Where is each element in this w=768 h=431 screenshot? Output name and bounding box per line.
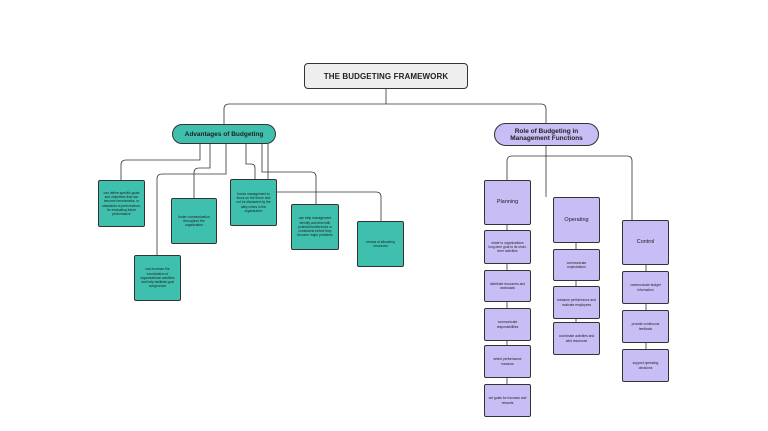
planning-item-text: relate to organizations long-term goal t… [488, 240, 527, 254]
planning-item: relate to organizations long-term goal t… [484, 230, 531, 264]
operating-header: Operating [553, 197, 600, 243]
advantage-coordination-text: can increase the coordination of organiz… [140, 267, 175, 289]
operating-item-text: measure performance and motivate employe… [557, 298, 596, 307]
advantage-allocating: means of allocating resources [357, 221, 404, 267]
control-item: support operating decisions [622, 349, 669, 382]
operating-item: measure performance and motivate employe… [553, 286, 600, 319]
control-item: provide continuous feedback [622, 310, 669, 343]
connector-root-advantages [223, 89, 387, 124]
planning-item: set goals for bonuses and rewards [484, 384, 531, 417]
planning-item-text: distribute resources and workloads [489, 281, 526, 290]
advantage-communication-text: foster communication throughout the orga… [178, 214, 210, 228]
connector-adv-6 [156, 144, 227, 255]
operating-item: coordinate activities and allot resource… [553, 322, 600, 355]
advantage-communication: foster communication throughout the orga… [171, 198, 217, 244]
control-item: communicate budget information [622, 271, 669, 304]
connector-role-planning [506, 146, 547, 180]
branch-role-label: Role of Budgeting in Management Function… [510, 127, 583, 142]
connector-adv-3 [245, 144, 256, 179]
advantage-focus-future: forces management to focus on the future… [230, 179, 277, 226]
branch-role: Role of Budgeting in Management Function… [494, 123, 599, 146]
planning-item-text: communicate responsibilities [496, 320, 519, 329]
connector-root-role [386, 103, 547, 123]
control-item-text: provide continuous feedback [631, 322, 660, 331]
planning-item-text: select performance measure [493, 357, 522, 366]
operating-item: communicate expectations [553, 249, 600, 281]
advantage-coordination: can increase the coordination of organiz… [134, 255, 181, 301]
operating-item-text: communicate expectations [566, 260, 587, 269]
branch-advantages: Advantages of Budgeting [172, 124, 276, 144]
connector-adv-2 [193, 144, 211, 198]
advantage-bottlenecks: can help management identify and deal wi… [291, 204, 339, 250]
control-item-text: communicate budget information [630, 283, 661, 292]
operating-item-text: coordinate activities and allot resource… [558, 334, 595, 343]
connector-adv-1 [120, 144, 201, 180]
operating-label: Operating [564, 216, 589, 223]
planning-item: select performance measure [484, 345, 531, 378]
branch-advantages-label: Advantages of Budgeting [184, 130, 264, 138]
connector-role-control [546, 155, 633, 220]
planning-item: distribute resources and workloads [484, 270, 531, 302]
control-label: Control [636, 239, 655, 246]
advantage-goals-text: can define specific goals and objectives… [102, 190, 141, 216]
advantage-goals: can define specific goals and objectives… [98, 180, 145, 227]
connector-adv-4 [261, 144, 317, 204]
control-header: Control [622, 220, 669, 265]
control-item-text: support operating decisions [632, 361, 659, 370]
advantage-bottlenecks-text: can help management identify and deal wi… [297, 216, 333, 238]
connector-adv-5 [267, 144, 382, 221]
advantage-allocating-text: means of allocating resources [366, 239, 395, 248]
root-node: THE BUDGETING FRAMEWORK [304, 63, 468, 89]
root-label: THE BUDGETING FRAMEWORK [323, 71, 449, 81]
planning-item: communicate responsibilities [484, 308, 531, 341]
planning-label: Planning [496, 199, 519, 206]
planning-header: Planning [484, 180, 531, 225]
planning-item-text: set goals for bonuses and rewards [488, 396, 527, 405]
advantage-focus-future-text: forces management to focus on the future… [236, 191, 271, 213]
